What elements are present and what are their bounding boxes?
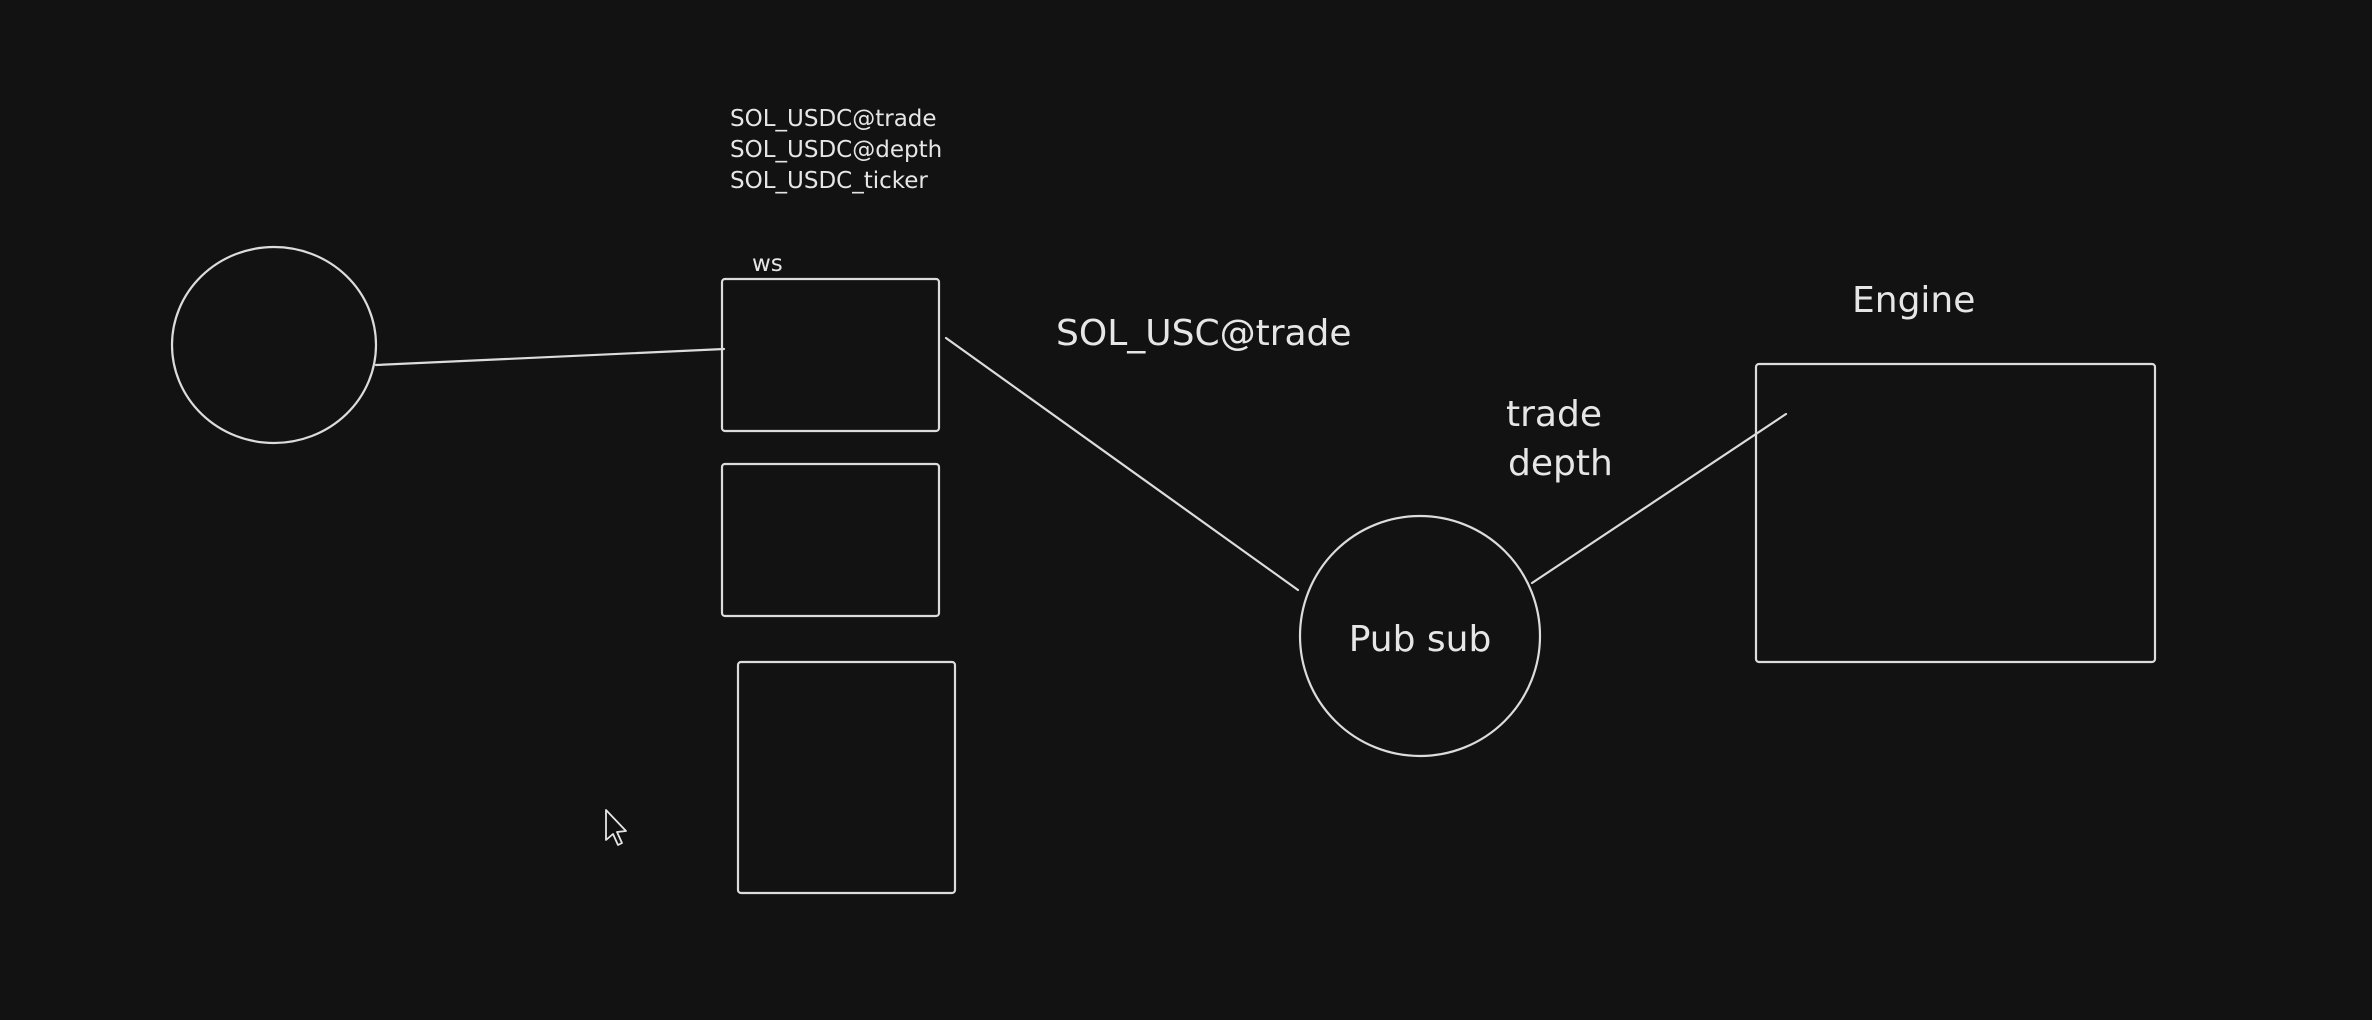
channel-label: depth — [1508, 443, 1613, 484]
ws-server-box[interactable] — [736, 660, 957, 895]
topic-label: SOL_USDC@depth — [730, 137, 942, 163]
channel-label: trade — [1506, 394, 1602, 435]
client-ws-connector — [374, 347, 726, 367]
ws-pubsub-connector — [944, 336, 1300, 592]
ws-server-box[interactable] — [720, 277, 941, 433]
client-node[interactable] — [170, 245, 378, 445]
ws-server-box[interactable] — [720, 462, 941, 618]
ws-label: ws — [752, 251, 783, 277]
pubsub-label: Pub sub — [1349, 619, 1492, 660]
pubsub-engine-connector — [1530, 412, 1788, 585]
engine-box[interactable] — [1754, 362, 2157, 664]
edge-label: SOL_USC@trade — [1056, 313, 1352, 354]
topic-label: SOL_USDC@trade — [730, 106, 937, 132]
pubsub-node[interactable] — [1298, 514, 1542, 758]
mouse-pointer-icon — [605, 809, 627, 846]
engine-label: Engine — [1852, 280, 1975, 321]
topic-label: SOL_USDC_ticker — [730, 168, 928, 194]
